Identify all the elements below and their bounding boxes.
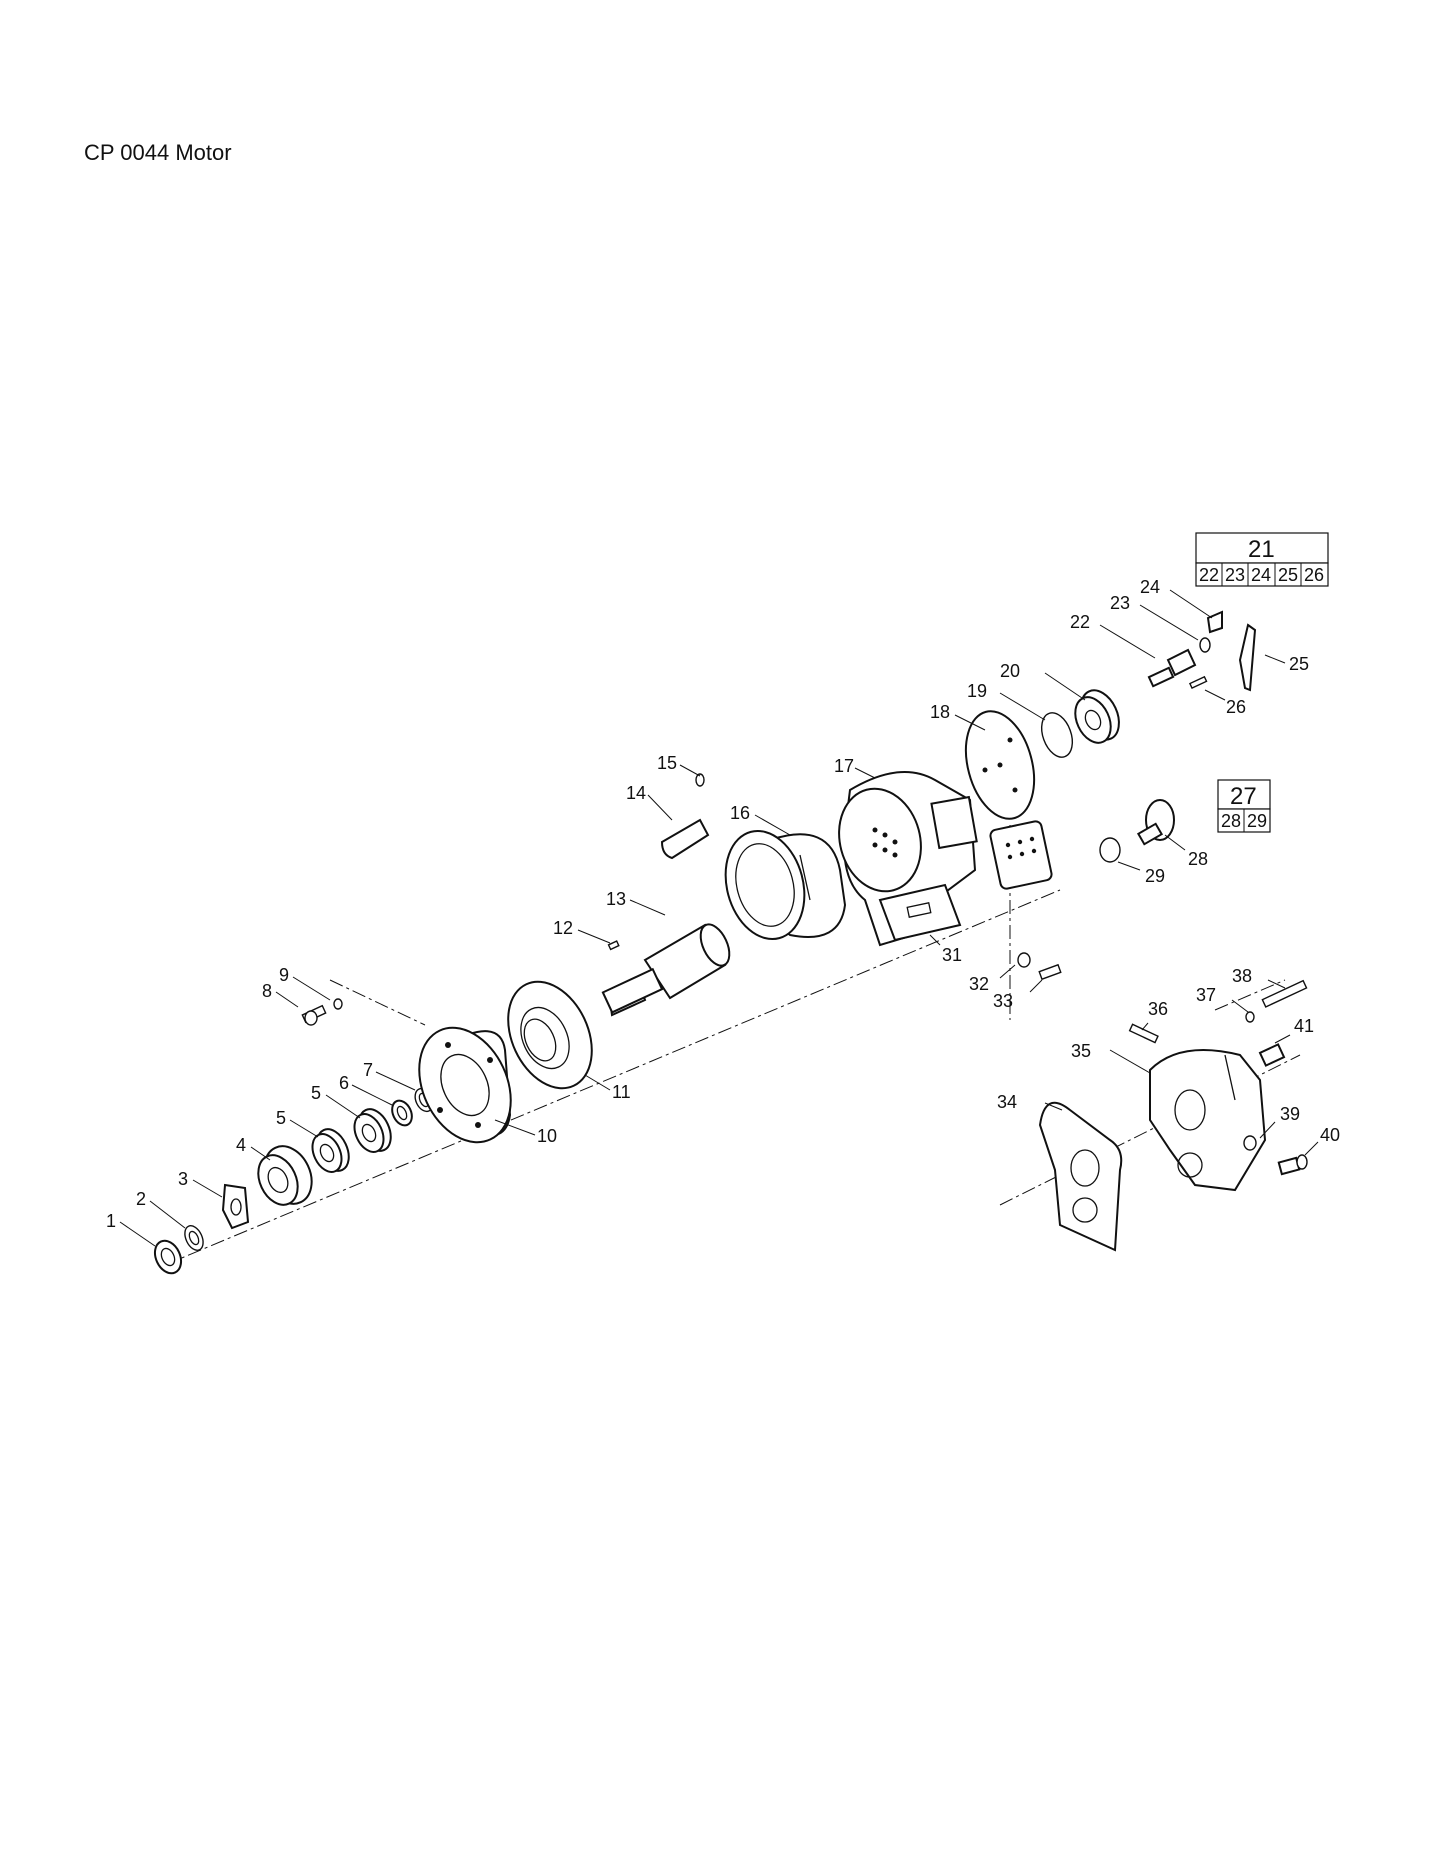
kit-21-item: 22 [1199, 565, 1219, 585]
callout-20: 20 [1000, 661, 1020, 681]
part-35-housing-cover [1149, 1049, 1267, 1192]
callout-16: 16 [730, 803, 750, 823]
part-9-washer [333, 998, 343, 1010]
callout-5b: 5 [311, 1083, 321, 1103]
part-17-motor-housing [838, 771, 978, 947]
callout-8: 8 [262, 981, 272, 1001]
part-13-rotor [601, 923, 731, 1017]
callout-31: 31 [942, 945, 962, 965]
part-37-washer [1245, 1011, 1255, 1023]
part-6-spacer [391, 1099, 413, 1127]
callout-10: 10 [537, 1126, 557, 1146]
part-41-plug [1258, 1043, 1286, 1067]
part-34-gasket [1038, 1101, 1123, 1252]
callout-32: 32 [969, 974, 989, 994]
kit-21-item: 26 [1304, 565, 1324, 585]
page-title: CP 0044 Motor [84, 140, 232, 165]
kit-21-item: 23 [1225, 565, 1245, 585]
part-29-seal [1099, 837, 1121, 863]
part-40-plug [1277, 1154, 1308, 1176]
callout-11: 11 [612, 1082, 631, 1102]
callout-13: 13 [606, 889, 626, 909]
part-36-screw [1128, 1023, 1159, 1044]
callout-14: 14 [626, 783, 646, 803]
callout-1: 1 [106, 1211, 116, 1231]
part-22-valve-body [1147, 648, 1197, 688]
part-25-lever [1238, 623, 1257, 692]
part-8-screw [301, 1004, 327, 1026]
part-2-washer [184, 1225, 204, 1251]
callout-38: 38 [1232, 966, 1252, 986]
part-19-ring [1040, 712, 1074, 758]
callout-34: 34 [997, 1092, 1017, 1112]
part-32-oring [1017, 952, 1031, 968]
part-38-screw [1261, 979, 1308, 1008]
part-26-spring [1188, 675, 1208, 690]
callout-33: 33 [993, 991, 1013, 1011]
part-4-bearing-housing [257, 1145, 313, 1206]
part-3-lock-plate [221, 1183, 250, 1230]
part-10-end-plate [418, 1026, 512, 1144]
kit-21-item: 25 [1278, 565, 1298, 585]
part-24-cap [1206, 610, 1223, 634]
part-20-bearing [1074, 689, 1120, 744]
callout-36: 36 [1148, 999, 1168, 1019]
callout-41: 41 [1294, 1016, 1314, 1036]
leader-lines [119, 589, 1319, 1247]
part-16-cylinder [724, 829, 847, 941]
kit-21-label: 21 [1248, 536, 1275, 563]
kit-21-box: 21 22 23 24 25 26 [1195, 532, 1329, 587]
callout-29: 29 [1145, 866, 1165, 886]
callout-labels: 1 2 3 4 5 5 6 7 8 9 10 11 12 13 14 15 16… [106, 577, 1340, 1231]
callout-23: 23 [1110, 593, 1130, 613]
callout-7: 7 [363, 1060, 373, 1080]
part-5-bearing-b [353, 1108, 392, 1153]
kit-21-item: 24 [1251, 565, 1271, 585]
callout-17: 17 [834, 756, 854, 776]
callout-2: 2 [136, 1189, 146, 1209]
part-14-vane [660, 818, 710, 860]
callout-25: 25 [1289, 654, 1309, 674]
part-11-end-plate [507, 980, 593, 1090]
part-33-screw [1038, 963, 1062, 981]
kit-27-box: 27 28 29 [1217, 779, 1271, 833]
callout-12: 12 [553, 918, 573, 938]
part-18-end-plate [964, 710, 1036, 820]
part-39-oring [1243, 1135, 1257, 1151]
callout-22: 22 [1070, 612, 1090, 632]
part-31-gasket [878, 883, 962, 942]
callout-18: 18 [930, 702, 950, 722]
callout-40: 40 [1320, 1125, 1340, 1145]
callout-15: 15 [657, 753, 677, 773]
callout-37: 37 [1196, 985, 1216, 1005]
callout-28: 28 [1188, 849, 1208, 869]
callout-4: 4 [236, 1135, 246, 1155]
part-5-bearing-a [311, 1128, 350, 1173]
callout-9: 9 [279, 965, 289, 985]
callout-39: 39 [1280, 1104, 1300, 1124]
callout-24: 24 [1140, 577, 1160, 597]
part-1-nut [153, 1239, 183, 1275]
callout-19: 19 [967, 681, 987, 701]
kit-27-item: 28 [1221, 811, 1241, 831]
part-28-valve [1136, 799, 1175, 846]
callout-3: 3 [178, 1169, 188, 1189]
part-15-pin [695, 773, 705, 787]
part-12-pin [607, 940, 620, 951]
callout-6: 6 [339, 1073, 349, 1093]
callout-5a: 5 [276, 1108, 286, 1128]
kit-27-item: 29 [1247, 811, 1267, 831]
part-23-pin [1199, 637, 1211, 653]
callout-26: 26 [1226, 697, 1246, 717]
callout-35: 35 [1071, 1041, 1091, 1061]
kit-27-label: 27 [1230, 783, 1257, 810]
part-30-valve-plate [989, 820, 1053, 890]
